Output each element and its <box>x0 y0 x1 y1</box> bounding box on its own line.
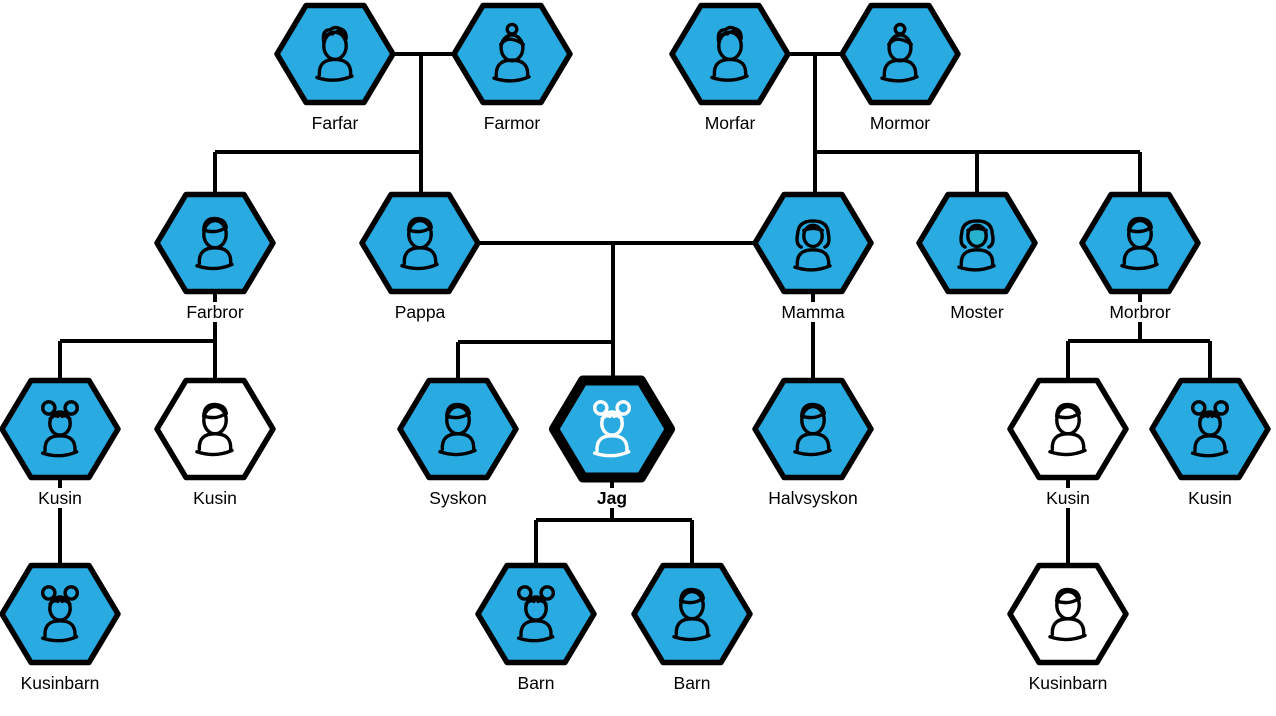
person-label-text: Moster <box>947 302 1007 322</box>
person-label-barn-2: Barn <box>607 673 777 694</box>
person-label-text: Farbror <box>183 302 247 322</box>
hexagon-shape <box>359 191 481 295</box>
person-label-farfar: Farfar <box>250 113 420 134</box>
person-label-text: Kusin <box>35 488 85 508</box>
hexagon-shape <box>154 377 276 481</box>
person-label-kusin-2: Kusin <box>130 488 300 509</box>
person-label-text: Morfar <box>701 113 759 133</box>
person-node-kusinbarn-2 <box>1006 560 1130 668</box>
person-label-mormor: Mormor <box>815 113 985 134</box>
person-node-barn-2 <box>630 560 754 668</box>
person-node-pappa <box>358 189 482 297</box>
person-label-syskon: Syskon <box>373 488 543 509</box>
person-label-mamma: Mamma <box>728 302 898 323</box>
person-node-mamma <box>751 189 875 297</box>
hexagon-shape <box>397 377 519 481</box>
hexagon-shape <box>1149 377 1271 481</box>
hexagon-shape <box>839 2 961 106</box>
person-node-farfar <box>273 0 397 108</box>
person-node-morbror <box>1078 189 1202 297</box>
person-node-halvsyskon <box>751 375 875 483</box>
person-label-text: Morbror <box>1106 302 1174 322</box>
person-label-text: Jag <box>593 488 631 508</box>
person-label-moster: Moster <box>892 302 1062 323</box>
hexagon-shape <box>631 562 753 666</box>
hexagon-shape <box>1007 562 1129 666</box>
person-label-text: Kusin <box>1043 488 1093 508</box>
person-label-text: Farmor <box>480 113 544 133</box>
person-node-kusinbarn-1 <box>0 560 122 668</box>
person-label-kusin-4: Kusin <box>1125 488 1276 509</box>
person-node-morfar <box>668 0 792 108</box>
hexagon-shape <box>154 191 276 295</box>
hexagon-shape <box>274 2 396 106</box>
person-node-farmor <box>450 0 574 108</box>
hexagon-shape <box>1079 191 1201 295</box>
hexagon-shape <box>752 191 874 295</box>
person-label-farbror: Farbror <box>130 302 300 323</box>
hexagon-shape <box>451 2 573 106</box>
person-node-kusin-3 <box>1006 375 1130 483</box>
person-node-kusin-2 <box>153 375 277 483</box>
person-node-jag <box>549 375 675 483</box>
person-node-farbror <box>153 189 277 297</box>
person-label-text: Mamma <box>778 302 848 322</box>
person-node-mormor <box>838 0 962 108</box>
person-node-syskon <box>396 375 520 483</box>
hexagon-shape <box>1007 377 1129 481</box>
person-label-text: Pappa <box>391 302 449 322</box>
person-label-text: Halvsyskon <box>765 488 861 508</box>
person-label-farmor: Farmor <box>427 113 597 134</box>
person-label-jag: Jag <box>527 488 697 509</box>
person-label-text: Kusinbarn <box>1025 673 1111 693</box>
person-label-text: Mormor <box>866 113 934 133</box>
person-label-text: Barn <box>670 673 714 693</box>
person-label-text: Kusinbarn <box>17 673 103 693</box>
person-label-text: Kusin <box>190 488 240 508</box>
person-label-barn-1: Barn <box>451 673 621 694</box>
person-label-kusin-1: Kusin <box>0 488 145 509</box>
person-node-kusin-1 <box>0 375 122 483</box>
person-label-kusin-3: Kusin <box>983 488 1153 509</box>
person-label-kusinbarn-2: Kusinbarn <box>983 673 1153 694</box>
person-label-halvsyskon: Halvsyskon <box>728 488 898 509</box>
hexagon-shape <box>752 377 874 481</box>
person-label-morbror: Morbror <box>1055 302 1225 323</box>
hexagon-shape <box>475 562 597 666</box>
person-label-text: Farfar <box>308 113 362 133</box>
person-node-kusin-4 <box>1148 375 1272 483</box>
person-label-pappa: Pappa <box>335 302 505 323</box>
person-label-text: Barn <box>514 673 558 693</box>
hexagon-shape <box>0 562 121 666</box>
person-label-text: Kusin <box>1185 488 1235 508</box>
person-label-kusinbarn-1: Kusinbarn <box>0 673 145 694</box>
person-node-barn-1 <box>474 560 598 668</box>
person-node-moster <box>915 189 1039 297</box>
person-label-morfar: Morfar <box>645 113 815 134</box>
hexagon-shape <box>549 375 675 483</box>
person-label-text: Syskon <box>426 488 490 508</box>
hexagon-shape <box>0 377 121 481</box>
hexagon-shape <box>669 2 791 106</box>
